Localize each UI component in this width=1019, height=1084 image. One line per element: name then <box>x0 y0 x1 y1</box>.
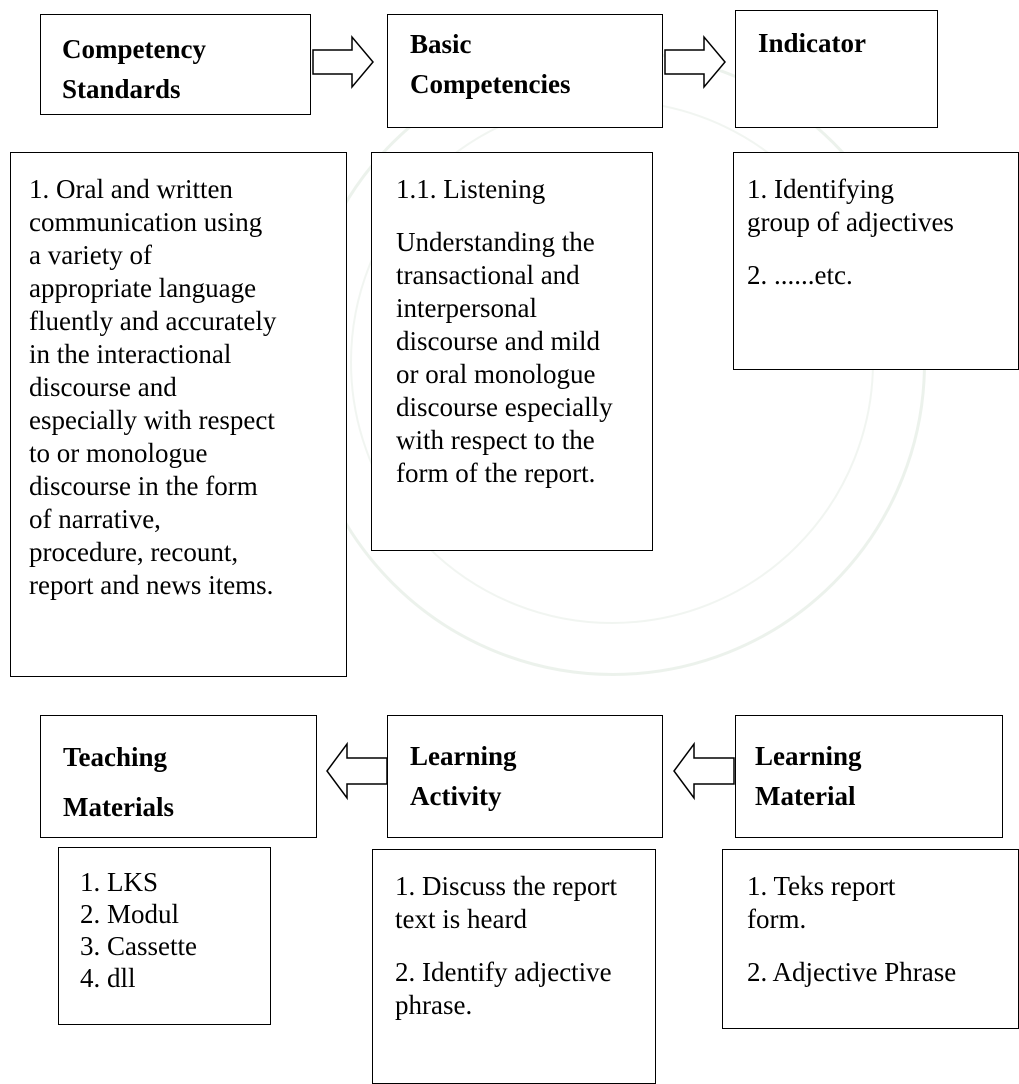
basic-competencies-item-1: 1.1. Listening <box>396 174 546 204</box>
indicator-content: 1. Identifying group of adjectives 2. ..… <box>733 152 1019 370</box>
text-line: text is heard <box>395 904 527 934</box>
list-item: 3. Cassette <box>80 931 197 961</box>
text-line: group of adjectives <box>747 207 954 237</box>
text-line: 1. Identifying <box>747 174 894 204</box>
learning-activity-content: 1. Discuss the report text is heard 2. I… <box>372 849 656 1084</box>
indicator-header: Indicator <box>735 10 938 128</box>
basic-competencies-title-line2: Competencies <box>410 69 571 99</box>
text-line: discourse and <box>29 372 177 402</box>
text-line: fluently and accurately <box>29 306 277 336</box>
arrow-right-icon <box>664 34 726 90</box>
teaching-materials-content: 1. LKS 2. Modul 3. Cassette 4. dll <box>58 847 271 1025</box>
arrow-right-icon <box>312 34 374 90</box>
text-line: discourse in the form <box>29 471 258 501</box>
teaching-materials-header: Teaching Materials <box>40 715 317 838</box>
list-item: 2. Modul <box>80 899 180 929</box>
text-line: Understanding the <box>396 227 595 257</box>
text-line: transactional and <box>396 260 580 290</box>
text-line: communication using <box>29 207 263 237</box>
list-item: 4. dll <box>80 963 136 993</box>
teaching-materials-title-line2: Materials <box>63 792 174 822</box>
text-line: interpersonal <box>396 293 537 323</box>
text-line: 2. Identify adjective <box>395 957 612 987</box>
learning-material-items: 1. Teks report form. 2. Adjective Phrase <box>747 870 956 989</box>
competency-standards-title-line2: Standards <box>62 74 181 104</box>
competency-standards-content: 1. Oral and written communication using … <box>10 152 347 677</box>
text-line: to or monologue <box>29 438 208 468</box>
text-line: 1. Discuss the report <box>395 871 617 901</box>
learning-activity-title-line1: Learning <box>410 741 517 771</box>
learning-material-header: Learning Material <box>735 715 1003 838</box>
indicator-title: Indicator <box>758 28 866 58</box>
indicator-items: 1. Identifying group of adjectives 2. ..… <box>747 173 954 292</box>
text-line: discourse and mild <box>396 326 600 356</box>
text-line: procedure, recount, <box>29 537 239 567</box>
text-line: report and news items. <box>29 570 274 600</box>
list-item: 1. LKS <box>80 867 159 897</box>
text-line: of narrative, <box>29 504 161 534</box>
learning-material-item-2: 2. Adjective Phrase <box>747 957 957 987</box>
learning-activity-items: 1. Discuss the report text is heard 2. I… <box>395 870 617 1022</box>
text-line: phrase. <box>395 990 473 1020</box>
learning-activity-title-line2: Activity <box>410 781 502 811</box>
basic-competencies-content: 1.1. Listening Understanding the transac… <box>371 152 653 551</box>
arrow-left-icon <box>673 741 735 801</box>
text-line: form. <box>747 904 807 934</box>
text-line: in the interactional <box>29 339 232 369</box>
teaching-materials-title-line1: Teaching <box>63 742 168 772</box>
text-line: with respect to the <box>396 425 595 455</box>
basic-competencies-items: 1.1. Listening Understanding the transac… <box>396 173 613 490</box>
basic-competencies-title-line1: Basic <box>410 29 472 59</box>
learning-material-content: 1. Teks report form. 2. Adjective Phrase <box>722 849 1019 1029</box>
arrow-left-icon <box>326 741 388 801</box>
text-line: especially with respect <box>29 405 275 435</box>
text-line: 1. Teks report <box>747 871 896 901</box>
text-line: a variety of <box>29 240 152 270</box>
basic-competencies-header: Basic Competencies <box>387 14 663 128</box>
teaching-materials-list: 1. LKS 2. Modul 3. Cassette 4. dll <box>80 866 197 994</box>
text-line: form of the report. <box>396 458 596 488</box>
text-line: discourse especially <box>396 392 613 422</box>
learning-material-title-line1: Learning <box>755 741 862 771</box>
learning-material-title-line2: Material <box>755 781 856 811</box>
competency-standards-item-1: 1. Oral and written communication using … <box>29 173 276 602</box>
text-line: or oral monologue <box>396 359 596 389</box>
competency-standards-title-line1: Competency <box>62 34 206 64</box>
text-line: appropriate language <box>29 273 257 303</box>
text-line: 1. Oral and written <box>29 174 233 204</box>
learning-activity-header: Learning Activity <box>387 715 663 838</box>
indicator-item-2: 2. ......etc. <box>747 260 853 290</box>
competency-standards-header: Competency Standards <box>40 14 311 115</box>
